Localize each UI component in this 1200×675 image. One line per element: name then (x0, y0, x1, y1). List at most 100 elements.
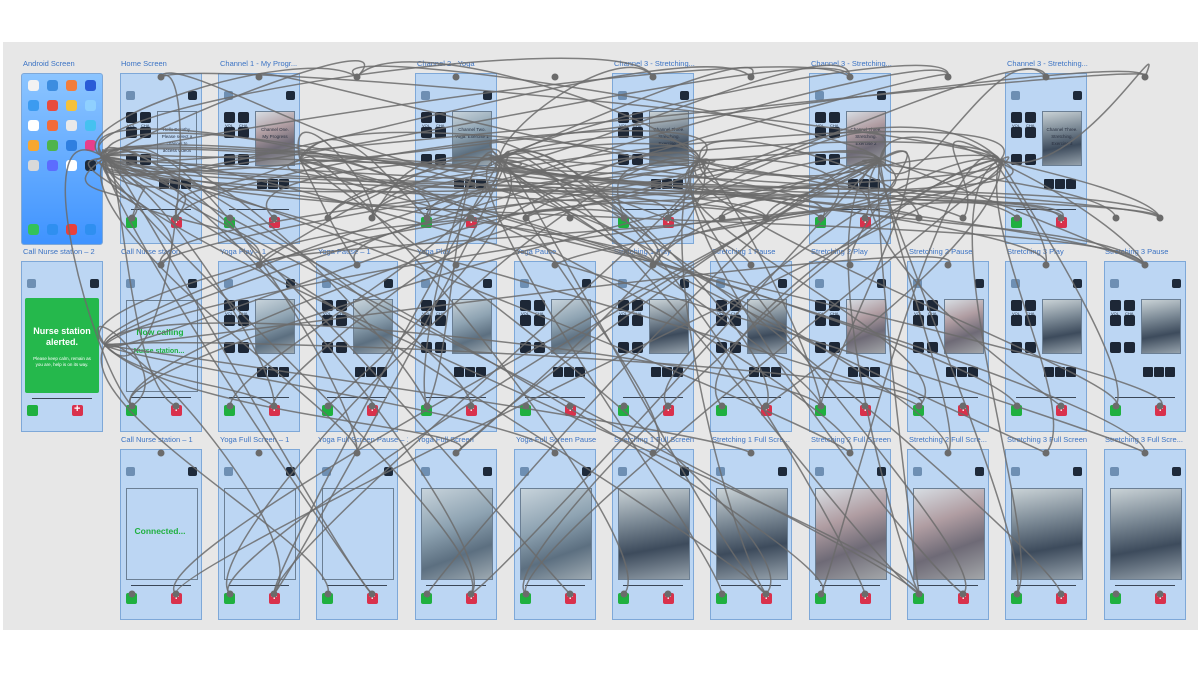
call-button[interactable] (421, 217, 432, 228)
emergency-button[interactable] (663, 215, 674, 228)
emergency-button[interactable] (860, 403, 871, 416)
play-icon[interactable] (859, 367, 869, 377)
mute-icon[interactable] (224, 154, 235, 165)
call-button[interactable] (224, 593, 235, 604)
app-icon[interactable] (66, 120, 77, 131)
volume-up-icon[interactable] (618, 300, 629, 311)
previous-icon[interactable] (553, 367, 563, 377)
power-icon[interactable] (1110, 467, 1119, 476)
closed-caption-button[interactable] (140, 154, 151, 165)
emergency-button[interactable] (466, 591, 477, 604)
fullscreen-icon[interactable] (483, 467, 492, 476)
power-icon[interactable] (421, 467, 430, 476)
previous-icon[interactable] (159, 179, 169, 189)
volume-up-icon[interactable] (716, 300, 727, 311)
power-icon[interactable] (224, 279, 233, 288)
power-icon[interactable] (815, 467, 824, 476)
closed-caption-button[interactable] (238, 342, 249, 353)
previous-icon[interactable] (848, 367, 858, 377)
power-icon[interactable] (1011, 279, 1020, 288)
fullscreen-icon[interactable] (680, 91, 689, 100)
emergency-button[interactable] (958, 403, 969, 416)
emergency-button[interactable] (367, 591, 378, 604)
power-icon[interactable] (27, 279, 36, 288)
volume-down-icon[interactable] (618, 315, 629, 326)
app-icon[interactable] (28, 140, 39, 151)
previous-icon[interactable] (749, 367, 759, 377)
power-icon[interactable] (322, 279, 331, 288)
next-icon[interactable] (968, 367, 978, 377)
closed-caption-button[interactable] (730, 342, 741, 353)
next-icon[interactable] (377, 367, 387, 377)
previous-icon[interactable] (1143, 367, 1153, 377)
play-icon[interactable] (366, 367, 376, 377)
channel-down-icon[interactable] (1124, 315, 1135, 326)
channel-down-icon[interactable] (730, 315, 741, 326)
next-icon[interactable] (476, 367, 486, 377)
closed-caption-button[interactable] (1025, 154, 1036, 165)
mute-icon[interactable] (421, 154, 432, 165)
video-thumbnail[interactable] (353, 299, 393, 354)
call-button[interactable] (520, 405, 531, 416)
call-button[interactable] (913, 405, 924, 416)
volume-down-icon[interactable] (1011, 315, 1022, 326)
fullscreen-video[interactable] (224, 488, 296, 580)
fullscreen-icon[interactable] (680, 467, 689, 476)
call-button[interactable] (520, 593, 531, 604)
next-icon[interactable] (1066, 367, 1076, 377)
power-icon[interactable] (421, 91, 430, 100)
previous-icon[interactable] (257, 179, 267, 189)
volume-down-icon[interactable] (815, 127, 826, 138)
mute-icon[interactable] (618, 154, 629, 165)
call-button[interactable] (421, 405, 432, 416)
volume-down-icon[interactable] (224, 127, 235, 138)
video-thumbnail[interactable] (1141, 299, 1181, 354)
channel-up-icon[interactable] (238, 112, 249, 123)
emergency-button[interactable] (1155, 403, 1166, 416)
previous-icon[interactable] (454, 367, 464, 377)
fullscreen-icon[interactable] (188, 91, 197, 100)
play-icon[interactable] (268, 367, 278, 377)
music-app-icon[interactable] (85, 224, 96, 235)
next-icon[interactable] (771, 367, 781, 377)
mute-icon[interactable] (815, 342, 826, 353)
call-button[interactable] (1110, 593, 1121, 604)
play-icon[interactable] (465, 367, 475, 377)
call-button[interactable] (618, 217, 629, 228)
mute-icon[interactable] (224, 342, 235, 353)
video-thumbnail[interactable]: Channel Two. Yoga. Exercise 1 (452, 111, 492, 166)
call-button[interactable] (913, 593, 924, 604)
fullscreen-icon[interactable] (384, 279, 393, 288)
channel-up-icon[interactable] (534, 300, 545, 311)
play-icon[interactable] (662, 179, 672, 189)
mute-icon[interactable] (322, 342, 333, 353)
fullscreen-icon[interactable] (877, 91, 886, 100)
play-icon[interactable] (1055, 179, 1065, 189)
channel-up-icon[interactable] (1025, 300, 1036, 311)
channel-down-icon[interactable] (336, 315, 347, 326)
channel-up-icon[interactable] (435, 300, 446, 311)
phone-app-icon[interactable] (28, 224, 39, 235)
fullscreen-video[interactable] (421, 488, 493, 580)
call-button[interactable] (1110, 405, 1121, 416)
emergency-button[interactable] (761, 403, 772, 416)
previous-icon[interactable] (651, 179, 661, 189)
call-button[interactable] (618, 405, 629, 416)
call-button[interactable] (224, 217, 235, 228)
power-icon[interactable] (126, 91, 135, 100)
mute-icon[interactable] (815, 154, 826, 165)
fullscreen-icon[interactable] (286, 91, 295, 100)
fullscreen-video[interactable] (322, 488, 394, 580)
play-icon[interactable] (760, 367, 770, 377)
emergency-button[interactable] (1056, 403, 1067, 416)
next-icon[interactable] (870, 367, 880, 377)
closed-caption-button[interactable] (829, 154, 840, 165)
channel-up-icon[interactable] (238, 300, 249, 311)
call-button[interactable] (1011, 405, 1022, 416)
emergency-button[interactable] (1155, 591, 1166, 604)
channel-up-icon[interactable] (632, 300, 643, 311)
next-icon[interactable] (673, 179, 683, 189)
volume-up-icon[interactable] (224, 300, 235, 311)
call-button[interactable] (1011, 217, 1022, 228)
fullscreen-icon[interactable] (877, 279, 886, 288)
